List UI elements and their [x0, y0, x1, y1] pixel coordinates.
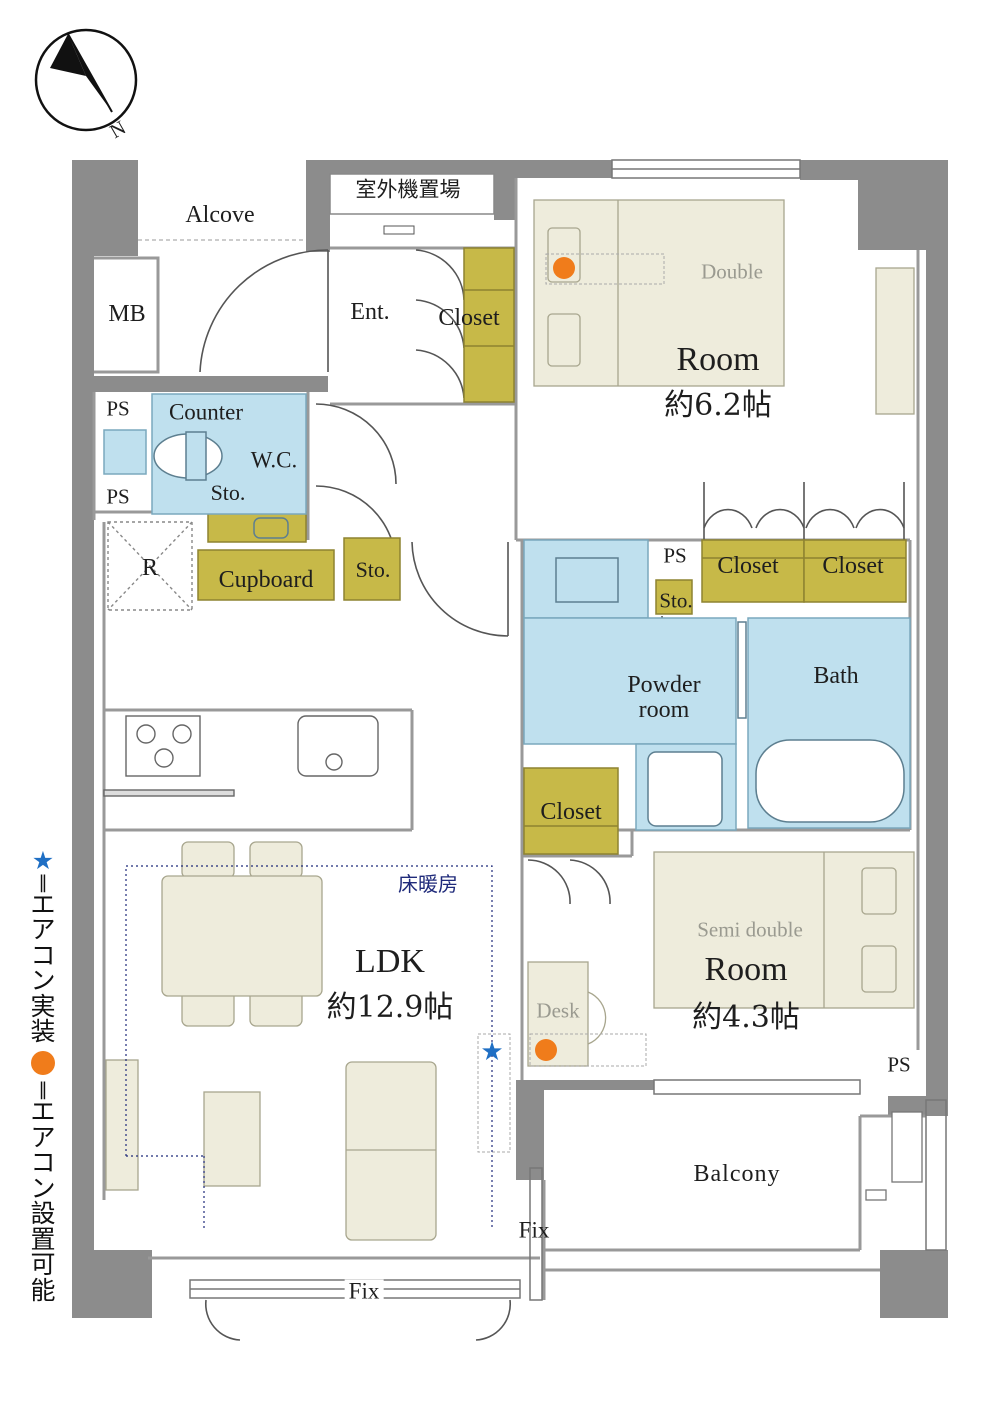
fix-right-label: Fix: [518, 1217, 550, 1243]
wc-storage-label: Sto.: [210, 480, 246, 505]
bath-label: Bath: [813, 663, 859, 689]
outdoor-unit-label: 室外機置場: [355, 177, 461, 202]
counter-label: Counter: [168, 399, 244, 425]
floor-heating-label: 床暖房: [398, 872, 458, 896]
aircon-possible-icon: [535, 1039, 557, 1061]
double-bed-label: Double: [701, 259, 763, 284]
semi-double-bed-label: Semi double: [697, 917, 803, 942]
ldk-size: 約12.9帖: [326, 990, 454, 1025]
room1-name: Room: [676, 341, 760, 378]
entrance-label: Ent.: [350, 299, 390, 325]
wc-label: W.C.: [250, 447, 298, 473]
entrance-closet-label: Closet: [438, 305, 500, 331]
ps-mid-label: PS: [106, 484, 130, 509]
ldk-name: LDK: [355, 943, 425, 980]
mid-closet-label: Closet: [540, 799, 602, 825]
closet-b-label: Closet: [822, 553, 884, 579]
ps-center-label: PS: [663, 543, 687, 568]
aircon-possible-icon: [553, 257, 575, 279]
room2-size: 約4.3帖: [692, 1000, 800, 1035]
ps-top-label: PS: [106, 396, 130, 421]
legend-star-icon: ★: [31, 846, 55, 875]
legend: ★ ‖エアコン実装 ‖エアコン設置可能: [26, 848, 60, 1303]
alcove-label: Alcove: [185, 202, 255, 228]
refrigerator-label: R: [141, 555, 159, 581]
room1-size: 約6.2帖: [664, 388, 772, 423]
legend-dot-icon: [31, 1050, 55, 1075]
center-storage-label: Sto.: [659, 588, 693, 613]
hall-storage-label: Sto.: [355, 557, 391, 582]
fix-bottom-label: Fix: [344, 1279, 384, 1303]
cupboard-label: Cupboard: [218, 567, 314, 593]
compass-icon: [34, 28, 138, 132]
mb-label: MB: [108, 301, 146, 327]
desk-label: Desk: [536, 998, 580, 1023]
ps-bottom-label: PS: [887, 1052, 911, 1077]
legend-dot-text: ‖エアコン設置可能: [30, 1078, 56, 1305]
room2-name: Room: [704, 951, 788, 988]
aircon-installed-icon: ★: [480, 1037, 503, 1067]
walls: [72, 160, 948, 1318]
powder-room-label: Powder room: [627, 671, 701, 723]
balcony-label: Balcony: [693, 1161, 781, 1187]
legend-star-text: ‖エアコン実装: [30, 871, 56, 1047]
closet-a-label: Closet: [717, 553, 779, 579]
